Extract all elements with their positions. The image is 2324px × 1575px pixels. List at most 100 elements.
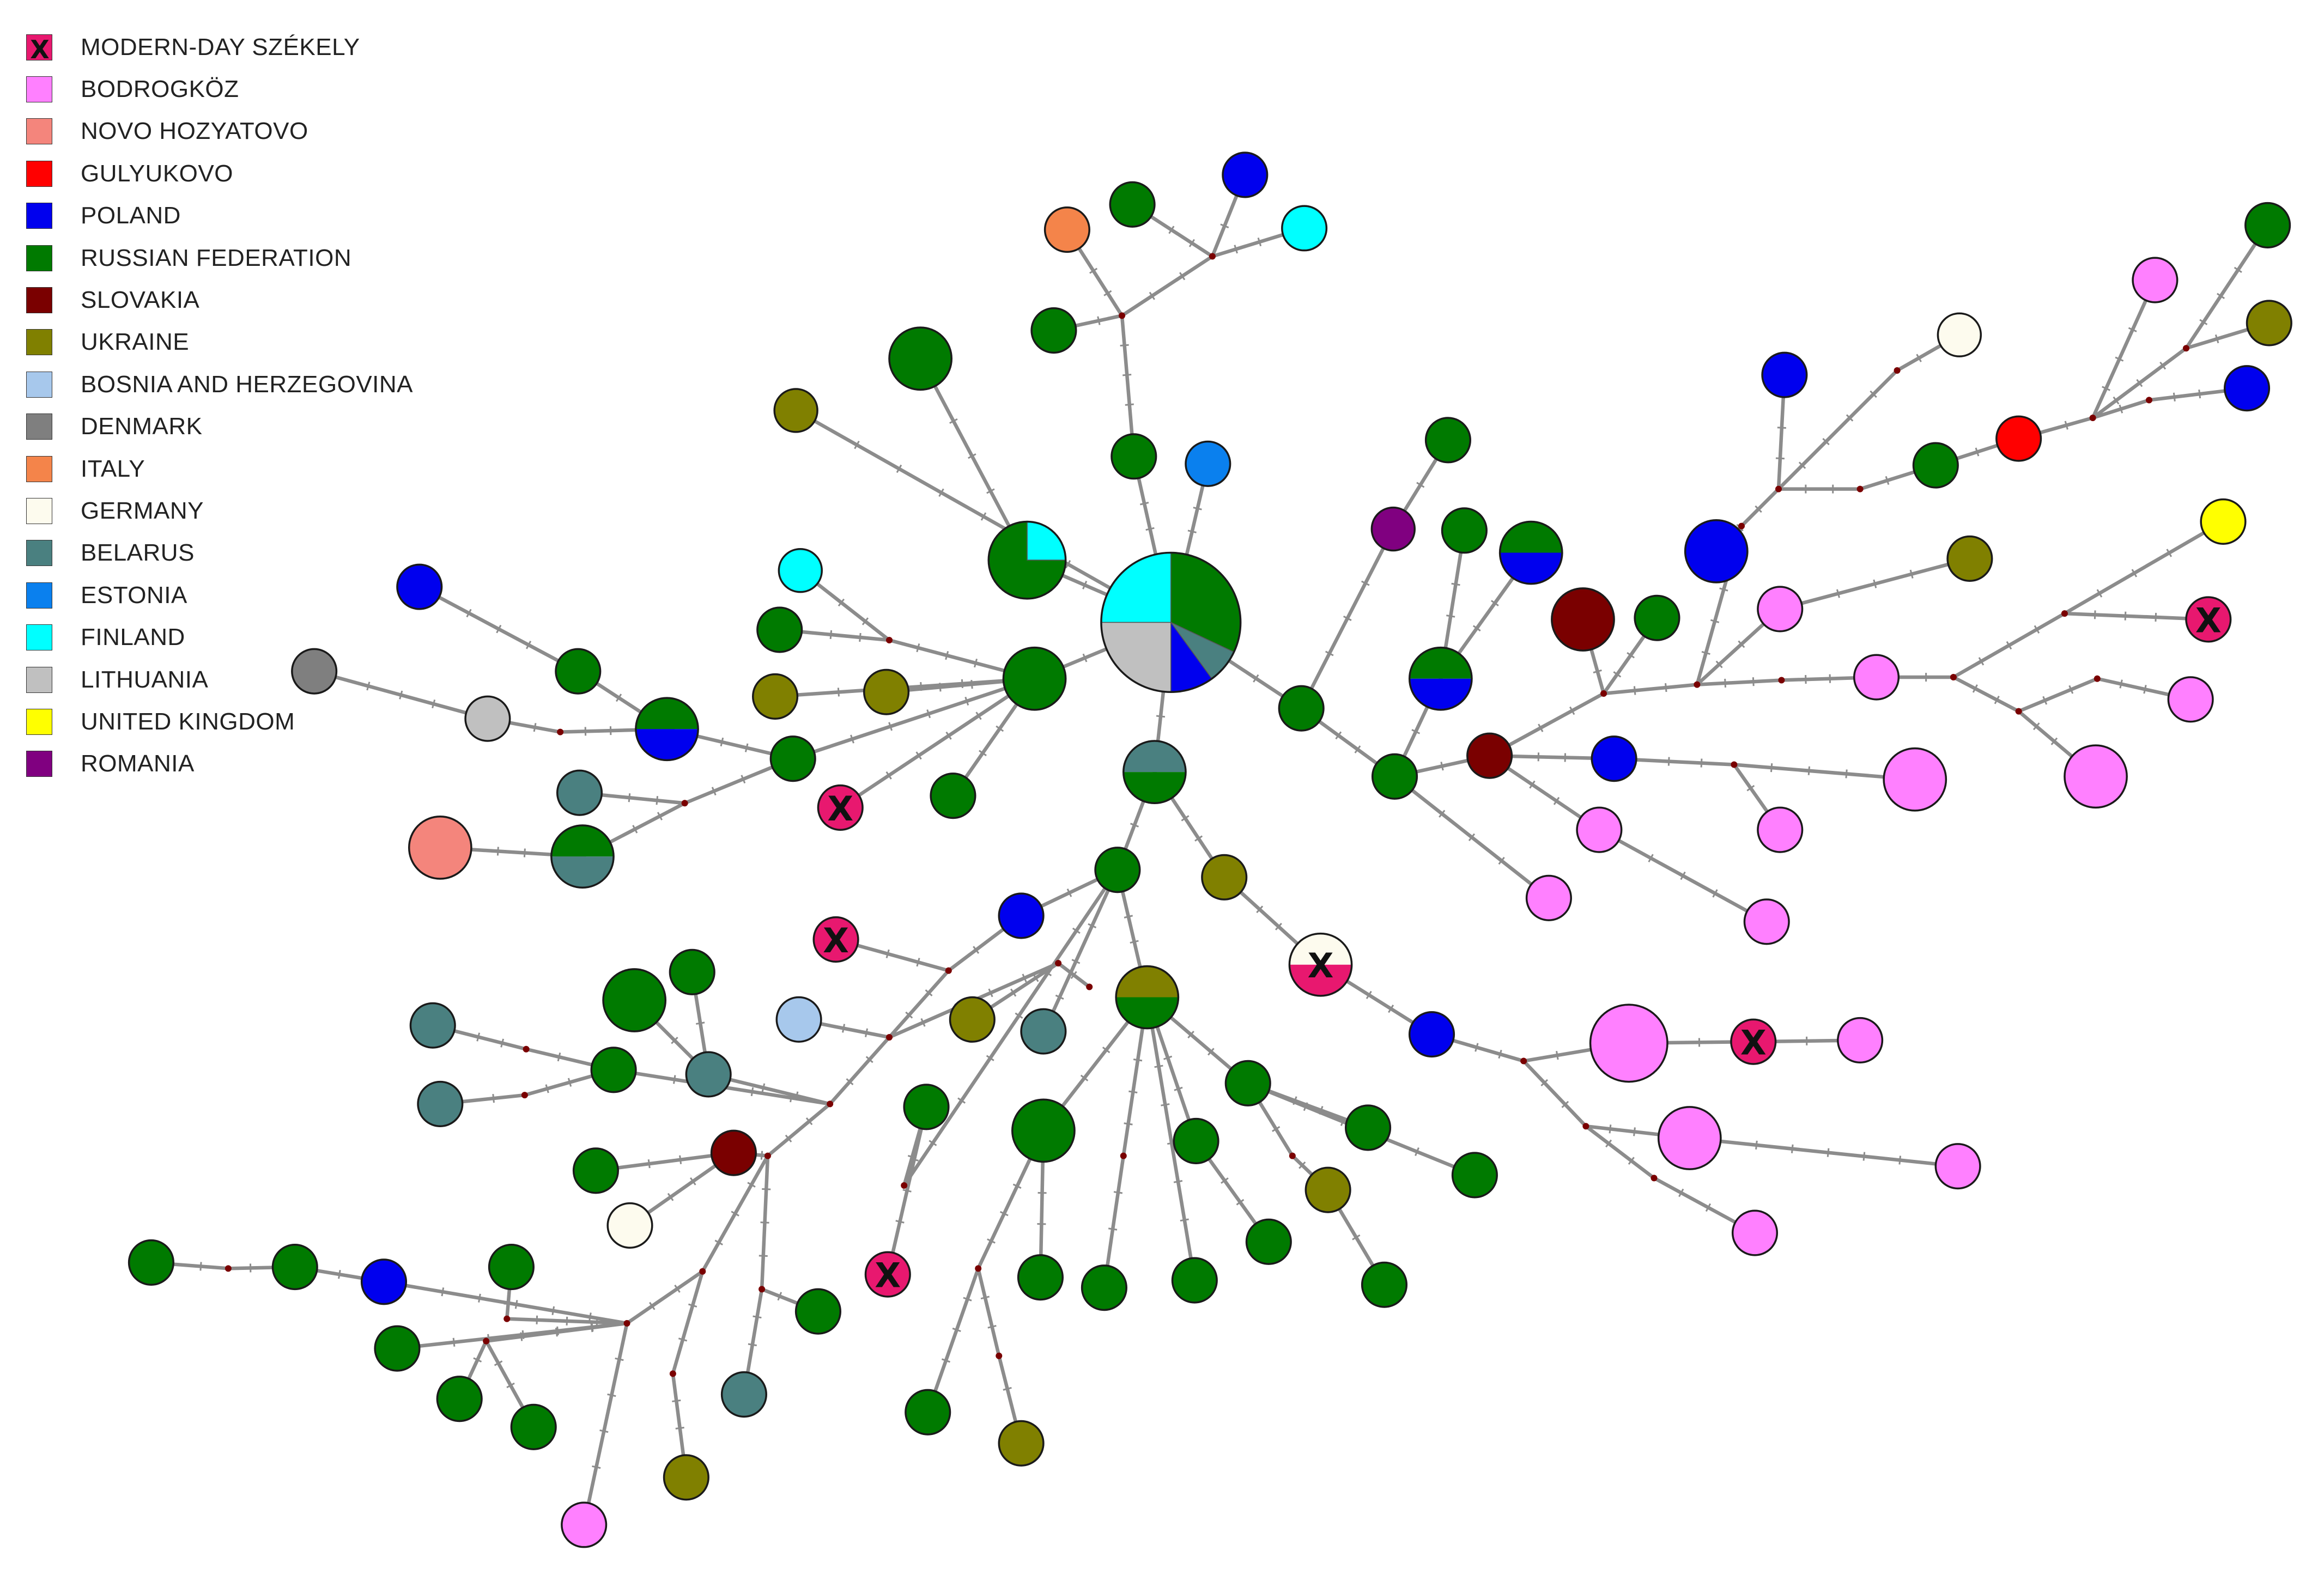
node-fill	[721, 1372, 767, 1417]
node-fill	[1112, 434, 1156, 479]
mutation-tick	[506, 1382, 515, 1389]
haplotype-node	[1684, 519, 1749, 583]
mutation-tick	[1415, 1147, 1419, 1157]
node-outline	[1288, 932, 1353, 997]
node-outline	[1281, 205, 1328, 252]
node-half-top	[1116, 966, 1179, 998]
node-outline	[1525, 874, 1572, 921]
mutation-tick	[968, 453, 976, 459]
mutation-tick	[1174, 1086, 1183, 1091]
node-outline	[1657, 1106, 1722, 1170]
mutation-tick	[632, 825, 638, 834]
node-outline	[998, 1420, 1045, 1467]
mutation-tick	[1161, 1103, 1170, 1106]
haplotype-node	[1408, 1011, 1455, 1058]
legend-label: DENMARK	[81, 413, 203, 440]
node-outline	[756, 606, 803, 653]
mutation-tick	[551, 1306, 555, 1316]
x-marker-icon: X	[1740, 1023, 1767, 1063]
network-edge	[671, 1270, 705, 1375]
node-fill	[418, 1081, 463, 1127]
haplotype-node	[606, 1202, 653, 1249]
mutation-tick	[1540, 1079, 1549, 1087]
legend-item-slovakia: SLOVAKIA	[26, 279, 413, 321]
mutation-tick	[1648, 854, 1654, 862]
mutation-tick	[1168, 226, 1175, 234]
node-outline	[1853, 654, 1900, 701]
haplotype-node	[1761, 351, 1808, 398]
mutation-tick	[915, 751, 922, 760]
node-outline	[710, 1129, 757, 1176]
haplotype-node	[360, 1258, 408, 1305]
node-outline	[635, 697, 699, 762]
legend-item-estonia: ESTONIA	[26, 574, 413, 616]
node-outline	[1094, 847, 1141, 893]
median-vector	[764, 1152, 771, 1159]
mutation-tick	[865, 1028, 869, 1037]
mutation-tick	[1388, 1005, 1394, 1013]
node-outline	[2064, 744, 2128, 809]
mutation-tick	[647, 1159, 651, 1169]
mutation-tick	[696, 1021, 705, 1025]
median-vector	[1119, 312, 1126, 319]
mutation-tick	[2199, 319, 2208, 325]
haplotype-node	[1589, 1004, 1668, 1083]
mutation-tick	[492, 1093, 495, 1103]
node-fill	[410, 1003, 456, 1048]
mutation-tick	[338, 1270, 341, 1279]
haplotype-node	[1408, 646, 1473, 711]
node-fill	[591, 1048, 636, 1092]
mutation-tick	[1149, 291, 1155, 300]
median-vector	[2183, 345, 2189, 352]
node-fill	[1372, 754, 1417, 799]
node-outline	[720, 1371, 767, 1418]
mutation-tick	[1003, 1387, 1012, 1391]
mutation-tick	[2050, 737, 2058, 745]
mutation-tick	[1416, 482, 1425, 488]
mutation-tick	[1609, 1124, 1612, 1134]
median-vector	[1120, 1152, 1127, 1159]
mutation-tick	[1335, 731, 1342, 740]
node-outline	[374, 1325, 421, 1372]
node-outline	[550, 824, 615, 889]
haplotype-node	[1657, 1106, 1722, 1170]
mutation-tick	[1978, 657, 1985, 666]
mutation-tick	[1181, 815, 1190, 822]
median-vector	[975, 1265, 982, 1272]
node-outline	[1278, 685, 1325, 732]
network-edge	[792, 677, 1035, 761]
mutation-tick	[1775, 457, 1785, 460]
mutation-tick	[1862, 1152, 1866, 1161]
mutation-tick	[1071, 959, 1081, 964]
node-outline	[1361, 1261, 1408, 1308]
mutation-tick	[1366, 990, 1372, 999]
mutation-tick	[1975, 447, 1980, 457]
node-outline	[606, 1202, 653, 1249]
mutation-tick	[1257, 237, 1262, 247]
haplotype-node: X	[817, 784, 864, 831]
node-fill	[889, 327, 952, 390]
x-marker-icon: X	[875, 1256, 901, 1296]
mutation-tick	[675, 1426, 684, 1430]
mutation-tick	[615, 1357, 624, 1361]
node-outline	[685, 1051, 732, 1098]
legend-item-denmark: DENMARK	[26, 406, 413, 448]
node-outline	[1634, 594, 1680, 641]
mutation-tick	[1972, 684, 1978, 693]
median-vector	[886, 1034, 893, 1041]
node-outline	[1576, 806, 1623, 853]
median-vector	[1055, 960, 1062, 966]
haplotype-node	[1109, 181, 1156, 228]
mutation-tick	[1439, 810, 1446, 818]
haplotype-node	[1551, 587, 1615, 652]
network-edge	[828, 1036, 891, 1105]
mutation-tick	[785, 1134, 792, 1142]
mutation-tick	[846, 1078, 854, 1086]
mutation-tick	[987, 1238, 996, 1244]
haplotype-node	[1361, 1261, 1408, 1308]
haplotype-node	[2223, 365, 2271, 412]
node-outline	[572, 1147, 619, 1194]
mutation-tick	[1234, 245, 1238, 254]
